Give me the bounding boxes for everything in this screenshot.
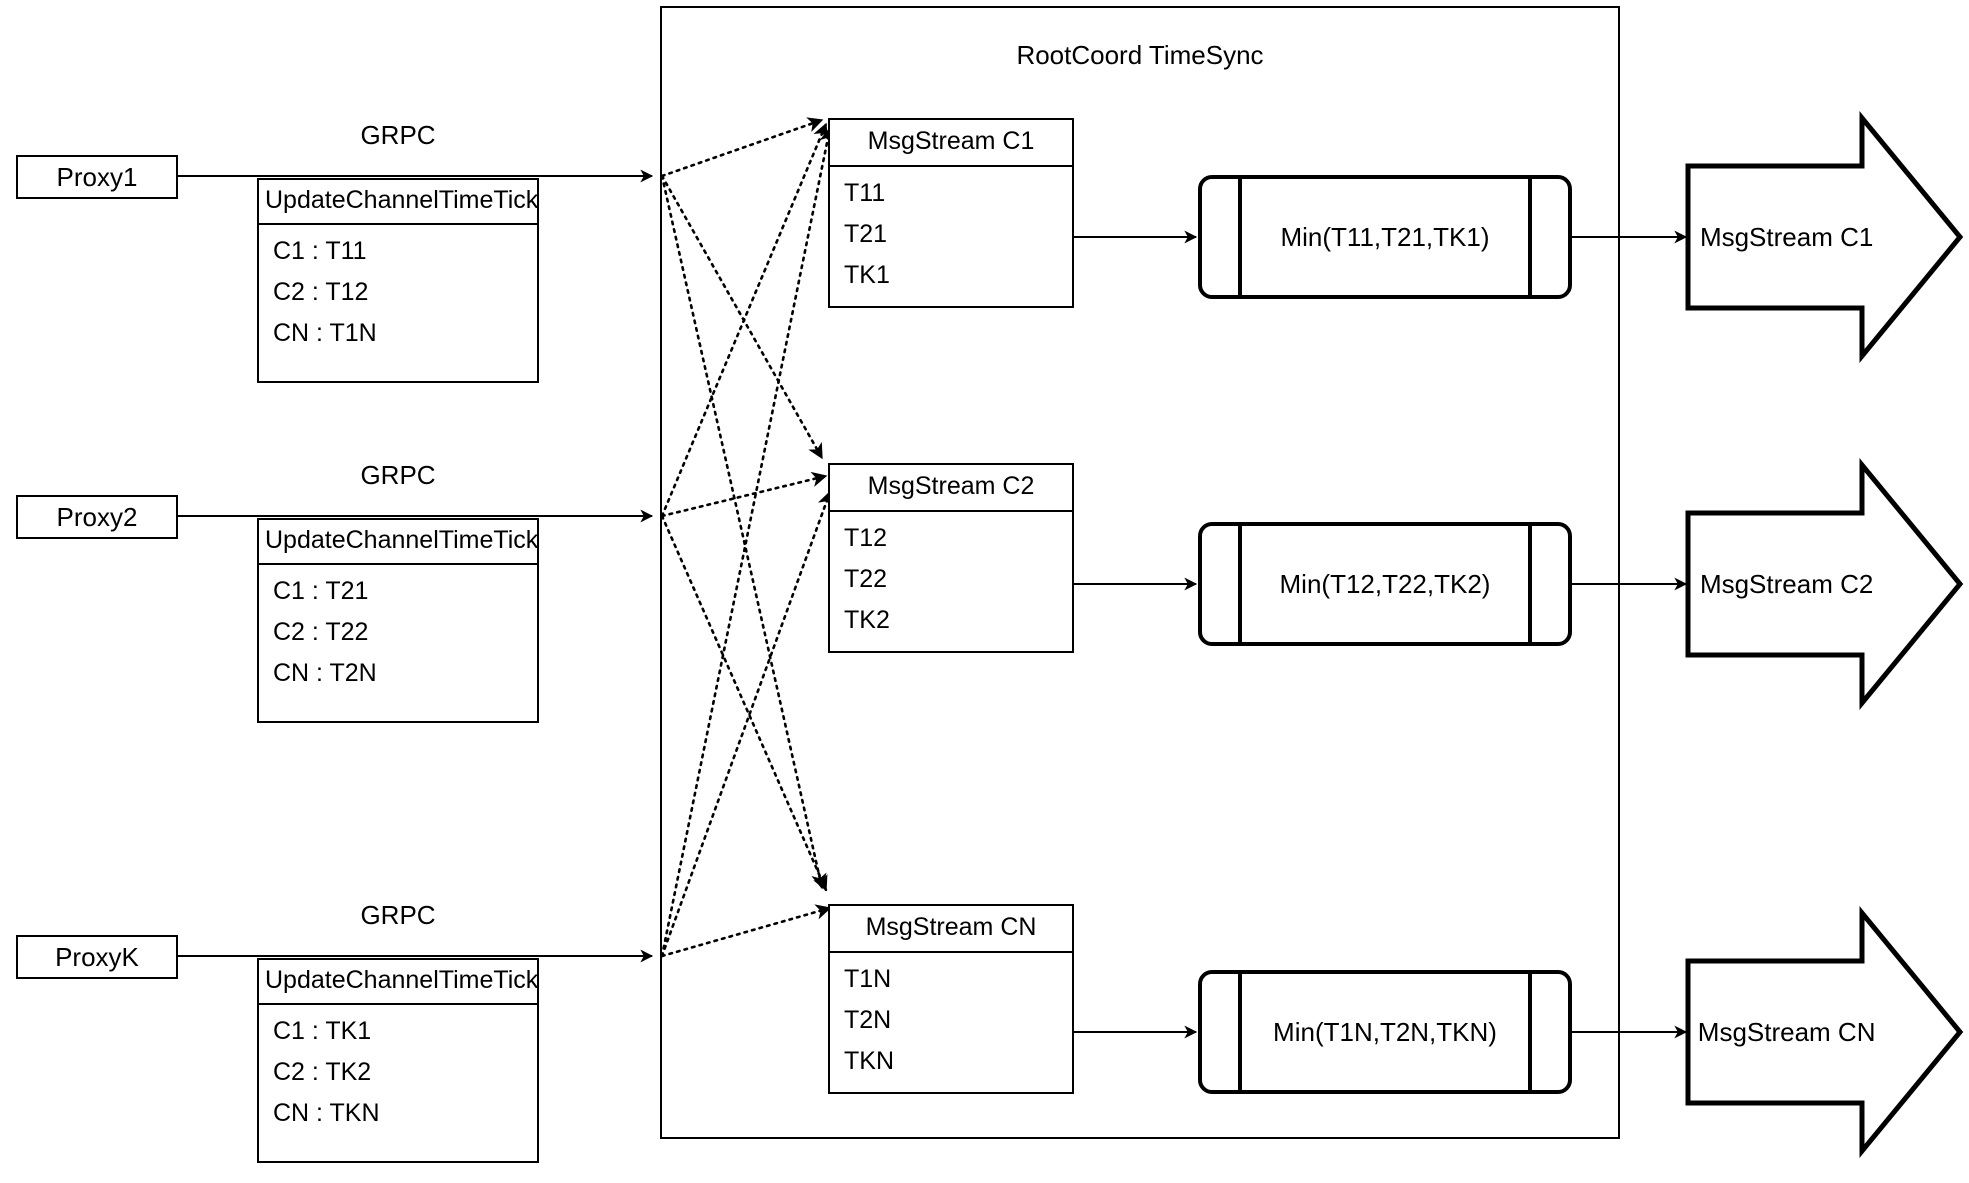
msgstream-row: TKN <box>844 1047 894 1075</box>
output-arrow-cn: MsgStream CN <box>1688 961 1962 1103</box>
min-process-cn: Min(T1N,T2N,TKN) <box>1198 970 1572 1094</box>
update-channel-timetick-table-1: UpdateChannelTimeTick C1 : T11 C2 : T12 … <box>257 178 539 383</box>
process-rule-right <box>1528 526 1532 642</box>
process-rule-right <box>1528 179 1532 295</box>
group-title: RootCoord TimeSync <box>1016 40 1264 70</box>
min-label: Min(T12,T22,TK2) <box>1279 569 1491 599</box>
msgstream-row: TK1 <box>844 261 890 289</box>
msgstream-body: T12 T22 TK2 <box>830 512 1072 651</box>
grpc-label-k: GRPC <box>360 900 436 930</box>
proxy-label: Proxy1 <box>56 162 138 192</box>
msgstream-buffer-cn: MsgStream CN T1N T2N TKN <box>828 904 1074 1094</box>
process-rule-left <box>1238 179 1242 295</box>
table-row: C2 : T12 <box>273 278 369 306</box>
proxy-label: Proxy2 <box>56 502 138 532</box>
table-title: UpdateChannelTimeTick <box>259 960 538 1005</box>
table-row: C2 : TK2 <box>273 1058 372 1086</box>
msgstream-buffer-c1: MsgStream C1 T11 T21 TK1 <box>828 118 1074 308</box>
output-arrow-c1: MsgStream C1 <box>1688 166 1962 308</box>
msgstream-row: T2N <box>844 1006 892 1034</box>
msgstream-body: T1N T2N TKN <box>830 953 1072 1092</box>
update-channel-timetick-table-k: UpdateChannelTimeTick C1 : TK1 C2 : TK2 … <box>257 958 539 1163</box>
msgstream-row: T12 <box>844 524 888 552</box>
table-body: C1 : T11 C2 : T12 CN : T1N <box>259 225 537 381</box>
table-row: C1 : T21 <box>273 577 369 605</box>
rootcoord-timesync-group <box>660 6 1620 1139</box>
min-process-c1: Min(T11,T21,TK1) <box>1198 175 1572 299</box>
output-arrow-label: MsgStream C2 <box>1699 569 1874 599</box>
table-body: C1 : T21 C2 : T22 CN : T2N <box>259 565 537 721</box>
min-process-c2: Min(T12,T22,TK2) <box>1198 522 1572 646</box>
proxy-box-1[interactable]: Proxy1 <box>16 155 178 199</box>
table-title: UpdateChannelTimeTick <box>259 180 538 225</box>
proxy-box-2[interactable]: Proxy2 <box>16 495 178 539</box>
msgstream-row: T22 <box>844 565 888 593</box>
update-channel-timetick-table-2: UpdateChannelTimeTick C1 : T21 C2 : T22 … <box>257 518 539 723</box>
msgstream-row: TK2 <box>844 606 890 634</box>
process-rule-right <box>1528 974 1532 1090</box>
msgstream-title: MsgStream C2 <box>830 465 1072 512</box>
min-label: Min(T11,T21,TK1) <box>1280 222 1490 252</box>
min-label: Min(T1N,T2N,TKN) <box>1273 1017 1497 1047</box>
msgstream-row: T21 <box>844 220 888 248</box>
msgstream-row: T11 <box>844 179 886 207</box>
grpc-label-1: GRPC <box>360 120 436 150</box>
table-row: CN : T1N <box>273 319 377 347</box>
proxy-label: ProxyK <box>55 942 139 972</box>
output-arrow-c2: MsgStream C2 <box>1688 513 1962 655</box>
process-rule-left <box>1238 974 1242 1090</box>
grpc-label-2: GRPC <box>360 460 436 490</box>
msgstream-title: MsgStream CN <box>830 906 1072 953</box>
msgstream-row: T1N <box>844 965 892 993</box>
output-arrow-label: MsgStream C1 <box>1699 222 1874 252</box>
proxy-box-k[interactable]: ProxyK <box>16 935 178 979</box>
msgstream-title: MsgStream C1 <box>830 120 1072 167</box>
msgstream-body: T11 T21 TK1 <box>830 167 1072 306</box>
table-row: C1 : T11 <box>273 237 367 265</box>
table-title: UpdateChannelTimeTick <box>259 520 538 565</box>
table-row: C1 : TK1 <box>273 1017 372 1045</box>
table-row: CN : T2N <box>273 659 377 687</box>
table-body: C1 : TK1 C2 : TK2 CN : TKN <box>259 1005 537 1161</box>
table-row: C2 : T22 <box>273 618 369 646</box>
msgstream-buffer-c2: MsgStream C2 T12 T22 TK2 <box>828 463 1074 653</box>
table-row: CN : TKN <box>273 1099 380 1127</box>
output-arrow-label: MsgStream CN <box>1697 1017 1876 1047</box>
process-rule-left <box>1238 526 1242 642</box>
